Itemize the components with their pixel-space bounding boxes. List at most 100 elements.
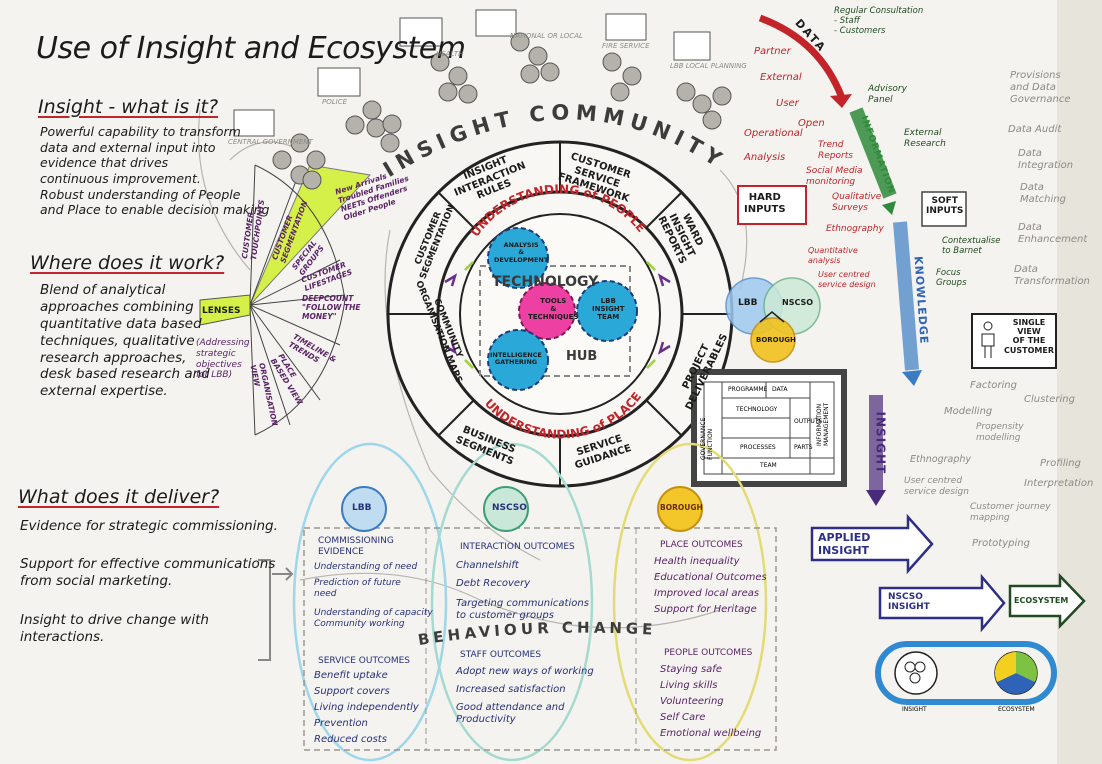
borough-item: Living skills xyxy=(660,680,718,691)
lbb-item: Understanding of need xyxy=(314,562,418,572)
nscso-heading2: STAFF OUTCOMES xyxy=(460,650,542,660)
nscso-item: Adopt new ways of working xyxy=(456,666,594,677)
connector-line xyxy=(299,572,721,629)
gear-label: TOOLS & TECHNIQUES xyxy=(528,297,579,322)
hard-note: Trend Reports xyxy=(818,140,853,161)
grey-lower: Propensity modelling xyxy=(976,422,1024,443)
grey-note: Data Integration xyxy=(1018,148,1074,171)
applied-insight-label: APPLIED INSIGHT xyxy=(818,531,871,557)
grey-lower: Prototyping xyxy=(972,538,1030,549)
nscso-insight-label: NSCSO INSIGHT xyxy=(888,592,930,613)
borough-item: Volunteering xyxy=(660,696,724,707)
governance-cell: TEAM xyxy=(760,462,777,469)
cycle-label-ecosystem: ECOSYSTEM xyxy=(998,706,1035,713)
borough-item: Health inequality xyxy=(654,556,740,567)
source-label: LBB LOCAL PLANNING xyxy=(670,62,747,70)
hard-note: Qualitative Surveys xyxy=(832,192,882,213)
hard-note: Ethnography xyxy=(826,224,884,234)
governance-cell: PARTS xyxy=(794,444,813,451)
applied-insight-arrow xyxy=(810,513,934,575)
hard-inputs-box xyxy=(737,185,807,225)
lenses-box xyxy=(199,294,251,326)
deliver-arrow xyxy=(272,567,294,581)
deliver-item: Insight to drive change with interaction… xyxy=(20,612,209,645)
lbb-item: Prevention xyxy=(314,718,368,729)
where-body: Blend of analytical approaches combining… xyxy=(40,282,210,400)
soft-inputs-label: SOFT INPUTS xyxy=(926,196,964,217)
source-label: HEALTH xyxy=(436,50,464,58)
contextualise: Contextualise to Barnet xyxy=(942,236,1001,257)
insight-body: Powerful capability to transform data an… xyxy=(40,124,270,218)
gear-analysis xyxy=(487,227,549,289)
community-sources xyxy=(233,9,732,190)
governance-cell: PROGRAMME xyxy=(728,386,768,393)
lbb-heading2: SERVICE OUTCOMES xyxy=(318,656,410,666)
gear-tools xyxy=(518,282,576,340)
borough-item: Educational Outcomes xyxy=(654,572,767,583)
fan-highlight xyxy=(249,164,371,306)
input-analysis: Analysis xyxy=(744,152,786,163)
borough-item: Staying safe xyxy=(660,664,722,675)
nscso-item: Good attendance and Productivity xyxy=(456,702,565,725)
badge-lbb: LBB xyxy=(352,503,372,513)
nscso-item: Increased satisfaction xyxy=(456,684,566,695)
page-title: Use of Insight and Ecosystem xyxy=(36,31,466,66)
borough-item: Improved local areas xyxy=(654,588,760,599)
input-operational: Operational xyxy=(744,128,803,139)
single-view-label: SINGLE VIEW OF THE CUSTOMER xyxy=(1004,318,1054,355)
soft-inputs-box xyxy=(921,191,967,227)
focus-groups: Focus Groups xyxy=(936,268,967,289)
governance-cell: OUTPUTS xyxy=(794,418,823,425)
source-label: FIRE SERVICE xyxy=(602,42,650,50)
hard-note: Social Media monitoring xyxy=(806,166,863,187)
governance-cell: TECHNOLOGY xyxy=(736,406,778,413)
grey-note: Data Matching xyxy=(1020,182,1066,205)
outcomes-frame xyxy=(303,527,777,751)
grey-lower: Profiling xyxy=(1040,458,1081,469)
board-edge xyxy=(1057,0,1102,764)
venn-label-borough: BOROUGH xyxy=(756,336,796,344)
borough-item: Support for Heritage xyxy=(654,604,757,615)
grey-note: Data Audit xyxy=(1008,124,1062,135)
input-external: External xyxy=(760,72,802,83)
fan-item: DEEPCOUNT "FOLLOW THE MONEY" xyxy=(302,294,361,321)
lbb-item: Prediction of future need xyxy=(314,578,401,599)
borough-heading1: PLACE OUTCOMES xyxy=(660,540,743,550)
hard-note: User centred service design xyxy=(818,270,876,289)
deliver-item: Support for effective communications fro… xyxy=(20,556,276,589)
insight-label: INSIGHT xyxy=(873,411,888,475)
nscso-insight-arrow xyxy=(878,573,1006,633)
gear-label: INTELLIGENCE GATHERING xyxy=(490,351,542,367)
fan-arc xyxy=(254,164,346,436)
grey-note: Provisions and Data Governance xyxy=(1010,70,1071,105)
grey-lower: Factoring xyxy=(970,380,1017,391)
governance-cell: DATA xyxy=(772,386,788,393)
nscso-item: Targeting communications to customer gro… xyxy=(456,598,589,621)
grey-note: Data Transformation xyxy=(1014,264,1090,287)
hub-label: HUB xyxy=(566,349,598,364)
deliver-heading: What does it deliver? xyxy=(18,486,220,508)
hard-note: Quantitative analysis xyxy=(808,246,858,265)
source-label: CENTRAL GOVERNMENT xyxy=(228,138,313,146)
lenses-fan xyxy=(199,164,371,436)
governance-left: GOVERNANCE FUNCTION xyxy=(700,417,715,460)
lenses-label: LENSES xyxy=(202,306,241,316)
badge-nscso: NSCSO xyxy=(492,503,527,513)
lbb-item: Reduced costs xyxy=(314,734,387,745)
external-research: External Research xyxy=(904,128,946,149)
lenses-note: (Addressing strategic objectives for LBB… xyxy=(196,338,250,381)
source-label: NATIONAL OR LOCAL xyxy=(510,32,583,40)
lbb-item: Support covers xyxy=(314,686,390,697)
technology-label: TECHNOLOGY xyxy=(492,274,599,290)
gears xyxy=(487,227,638,391)
nscso-heading1: INTERACTION OUTCOMES xyxy=(460,542,575,552)
connector-line xyxy=(384,229,541,561)
flow-arrows xyxy=(737,14,1086,633)
insight-heading: Insight - what is it? xyxy=(38,96,219,118)
grey-lower: Interpretation xyxy=(1024,478,1094,489)
borough-item: Self Care xyxy=(660,712,706,723)
where-heading: Where does it work? xyxy=(30,252,225,274)
grey-lower: Ethnography xyxy=(910,454,972,465)
gear-label: LBB INSIGHT TEAM xyxy=(592,297,625,322)
